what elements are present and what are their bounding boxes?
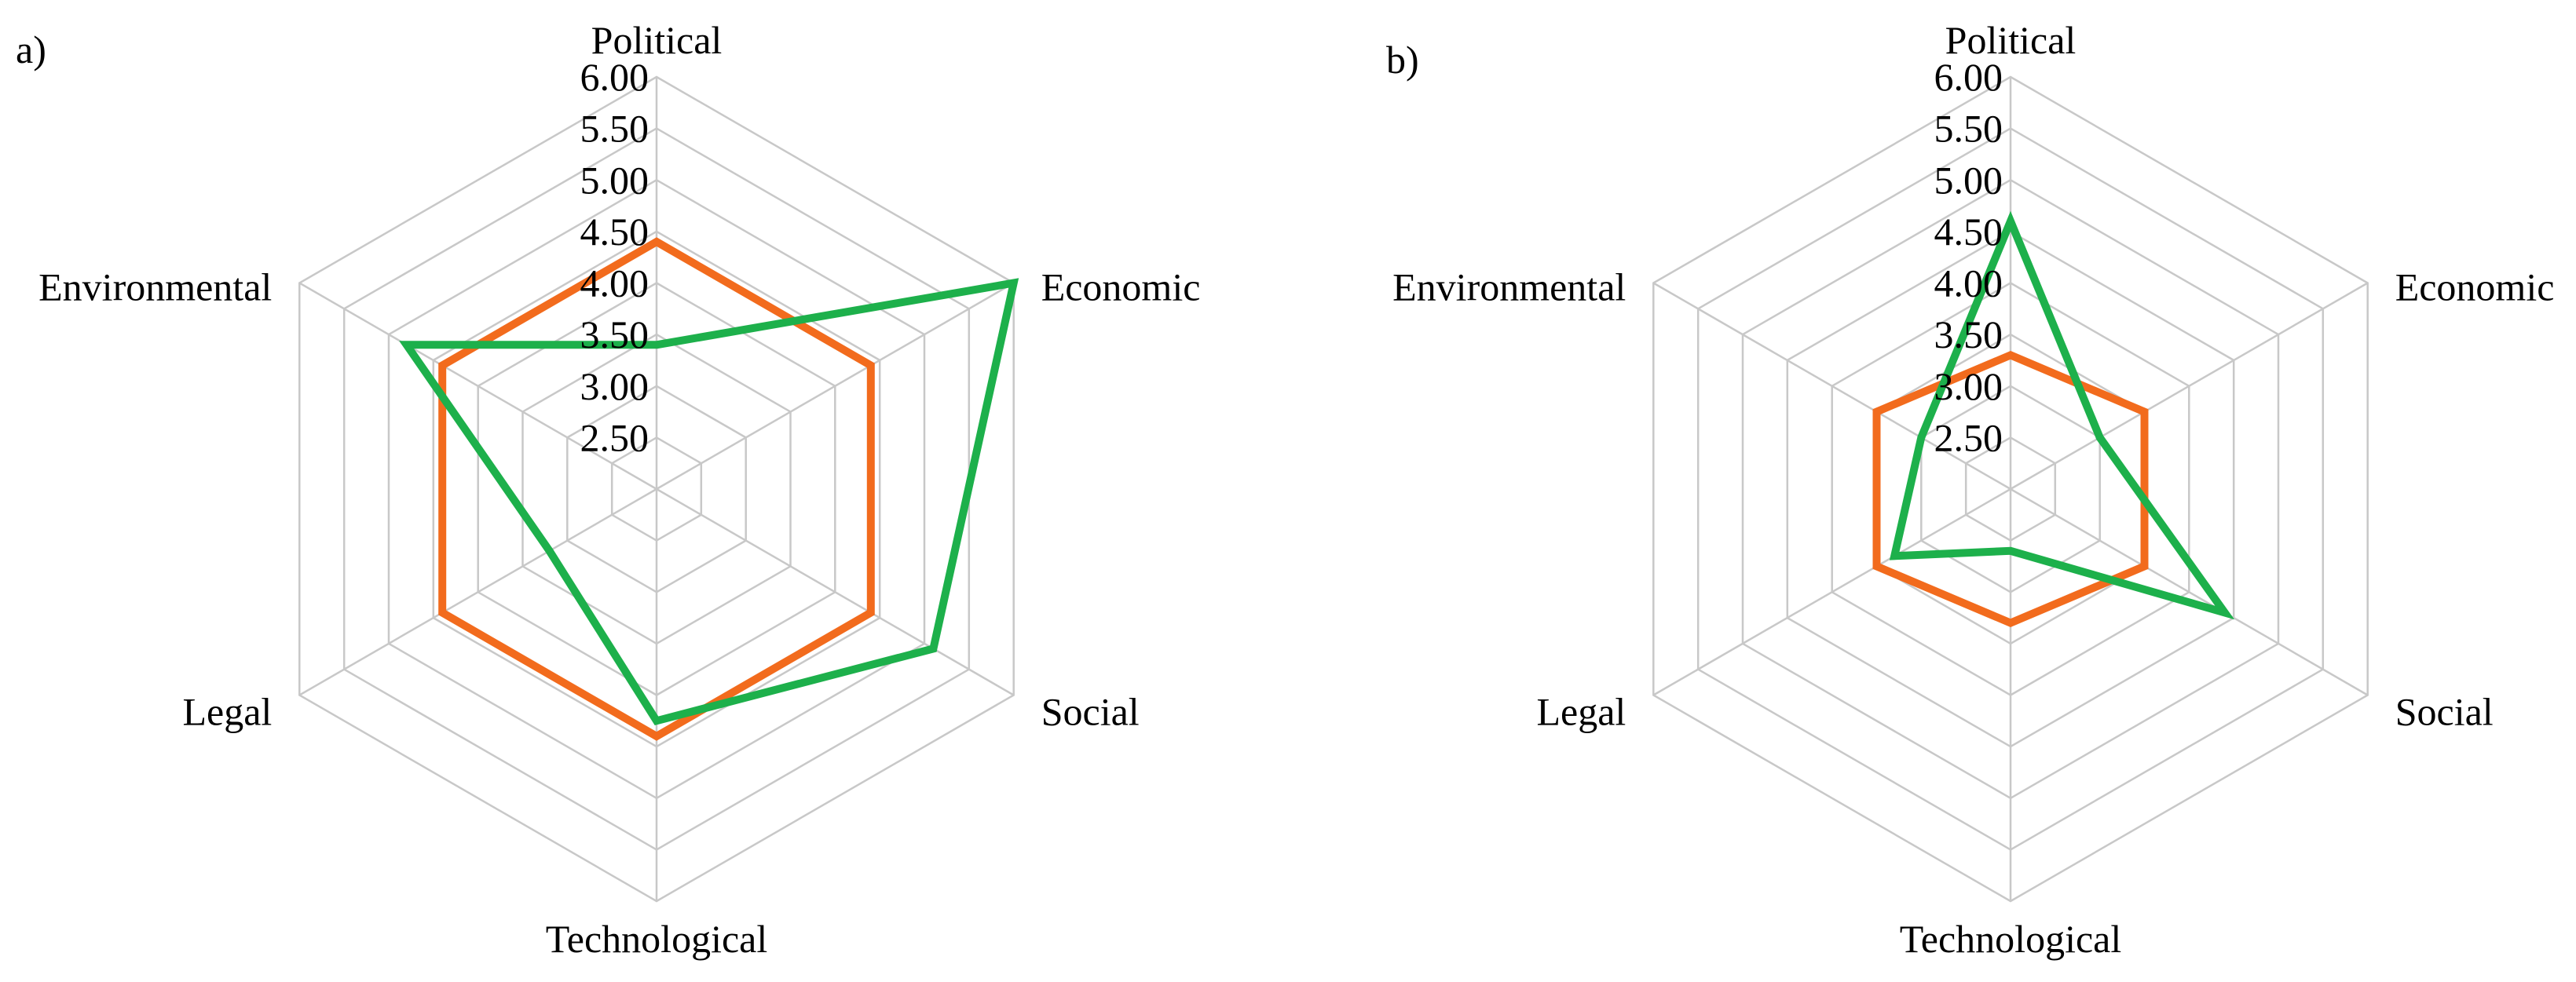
axis-spoke (2010, 282, 2369, 491)
series-1-line (438, 237, 875, 741)
axis-label-economic: Economic (2395, 265, 2555, 309)
axis-label-legal: Legal (182, 690, 272, 734)
tick-label: 3.50 (1934, 312, 2003, 356)
series-2-line (1889, 210, 2235, 620)
tick-label: 3.00 (580, 364, 649, 408)
axis-label-social: Social (2395, 690, 2494, 734)
tick-label: 2.50 (580, 415, 649, 459)
tick-label: 3.50 (580, 312, 649, 356)
axis-spoke (656, 487, 1015, 696)
axis-label-legal: Legal (1536, 690, 1626, 734)
tick-label: 4.50 (1934, 210, 2003, 254)
tick-label: 6.00 (1934, 55, 2003, 99)
axis-label-political: Political (591, 18, 723, 62)
tick-label: 6.00 (580, 55, 649, 99)
tick-label: 4.00 (1934, 261, 2003, 305)
axis-label-political: Political (1945, 18, 2077, 62)
axis-spoke (298, 487, 657, 696)
radar-chart-a: 2.50 3.00 3.50 4.00 4.50 5.00 5.50 6.00Politica… (16, 18, 1200, 961)
axis-label-technological: Technological (1900, 917, 2122, 961)
panel-label: b) (1386, 38, 1419, 82)
tick-label: 2.50 (1934, 415, 2003, 459)
tick-label: 5.50 (1934, 107, 2003, 151)
tick-label: 3.00 (1934, 364, 2003, 408)
axis-label-environmental: Environmental (38, 265, 272, 309)
panel-label: a) (16, 27, 46, 71)
axis-spoke (1652, 282, 2011, 491)
axis-label-economic: Economic (1041, 265, 1201, 309)
tick-label: 5.00 (580, 158, 649, 202)
tick-label: 4.50 (580, 210, 649, 254)
series-2-line (399, 278, 1019, 726)
radar-chart-b: 2.50 3.00 3.50 4.00 4.50 5.00 5.50 6.00Politica… (1386, 18, 2554, 961)
tick-label: 5.50 (580, 107, 649, 151)
tick-label: 5.00 (1934, 158, 2003, 202)
axis-spoke (298, 282, 657, 491)
axis-spoke (656, 282, 1015, 491)
axis-spoke (2010, 487, 2369, 696)
axis-label-environmental: Environmental (1392, 265, 1626, 309)
series-1-line (1872, 350, 2149, 628)
tick-label: 4.00 (580, 261, 649, 305)
axis-label-technological: Technological (546, 917, 768, 961)
axis-label-social: Social (1041, 690, 1140, 734)
axis-spoke (1652, 487, 2011, 696)
